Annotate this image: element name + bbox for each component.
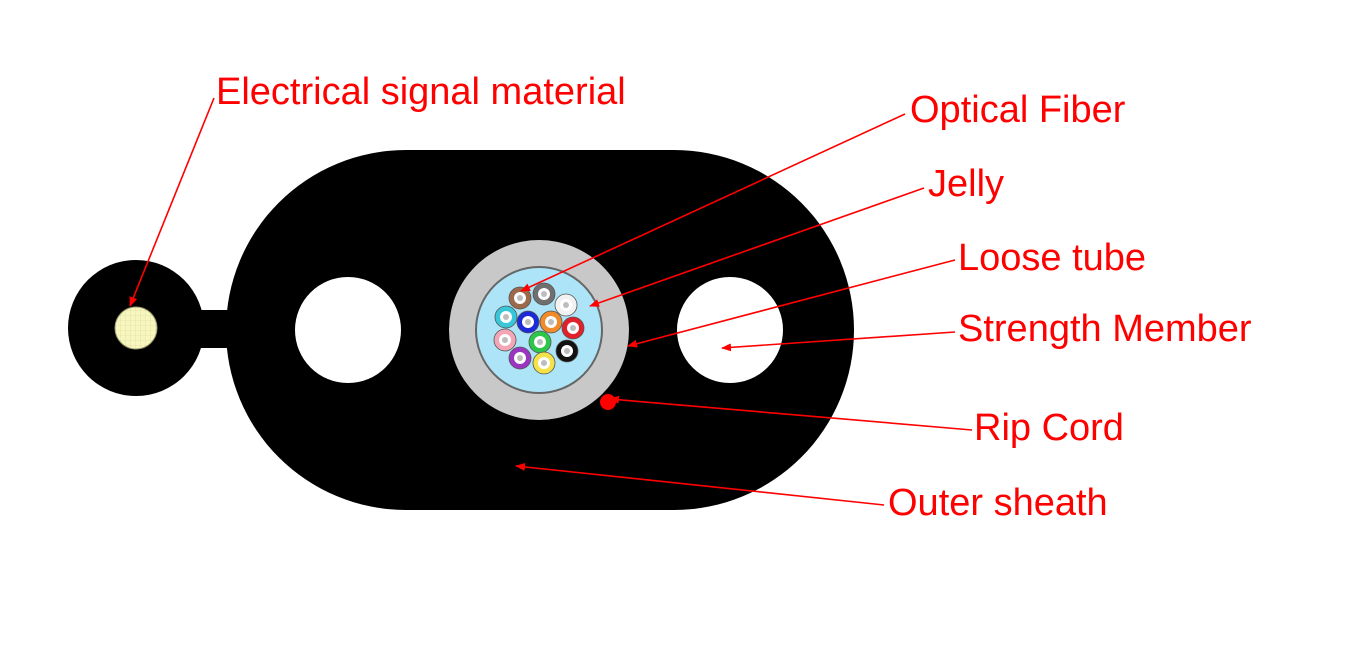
- aqua-fiber: [494, 305, 518, 329]
- aqua-fiber-core: [503, 314, 509, 320]
- optical-fiber-bundle: [493, 282, 585, 375]
- orange-fiber: [539, 310, 563, 334]
- label-loose-tube: Loose tube: [958, 237, 1147, 279]
- brown-fiber: [508, 286, 532, 310]
- leader-strength-member: [721, 331, 956, 352]
- orange-fiber-core: [548, 319, 554, 325]
- white-fiber: [554, 293, 578, 317]
- label-optical-fiber: Optical Fiber: [910, 89, 1126, 131]
- label-outer-sheath: Outer sheath: [888, 482, 1108, 524]
- leader-rip-cord: [609, 395, 973, 431]
- yellow-fiber: [532, 351, 556, 375]
- rip-cord: [600, 394, 616, 410]
- leader-outer-sheath: [515, 462, 885, 506]
- loose-tube-assembly: [449, 240, 629, 420]
- red-fiber: [561, 316, 585, 340]
- electrical-signal-conductor: [114, 306, 158, 350]
- green-fiber: [528, 330, 552, 354]
- slate-fiber-core: [541, 291, 547, 297]
- slate-fiber: [532, 282, 556, 306]
- leader-lines: [129, 97, 973, 506]
- red-fiber-core: [570, 325, 576, 331]
- leader-jelly: [589, 187, 925, 307]
- leader-loose-tube: [627, 259, 956, 348]
- yellow-fiber-core: [541, 360, 547, 366]
- violet-fiber-core: [517, 355, 523, 361]
- electrical-wire-unit: [68, 260, 238, 396]
- green-fiber-core: [537, 339, 543, 345]
- label-strength-member: Strength Member: [958, 308, 1252, 350]
- strength-member-left: [295, 277, 401, 383]
- violet-fiber: [508, 346, 532, 370]
- brown-fiber-core: [517, 295, 523, 301]
- blue-fiber: [516, 310, 540, 334]
- blue-fiber-core: [525, 319, 531, 325]
- leader-optical-fiber: [520, 113, 906, 292]
- label-jelly: Jelly: [928, 163, 1005, 205]
- white-fiber-core: [563, 302, 569, 308]
- label-rip-cord: Rip Cord: [974, 407, 1124, 449]
- rose-fiber-core: [502, 337, 508, 343]
- black-fiber-core: [564, 348, 570, 354]
- rose-fiber: [493, 328, 517, 352]
- black-fiber: [555, 339, 579, 363]
- strength-member-right: [677, 277, 783, 383]
- leader-electrical-signal-material: [129, 97, 215, 307]
- label-electrical-signal-material: Electrical signal material: [216, 71, 626, 113]
